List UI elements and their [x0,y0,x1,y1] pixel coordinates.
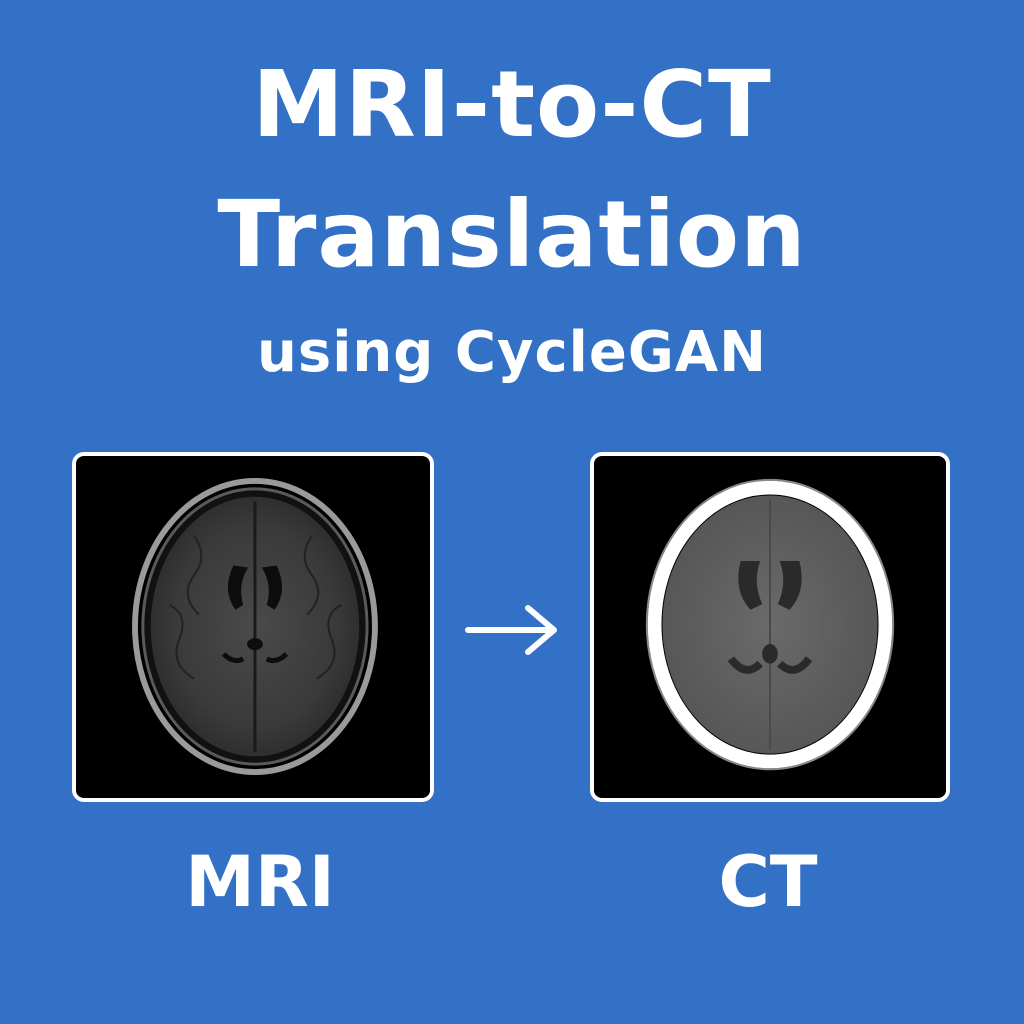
title-line-2: Translation [217,181,807,288]
mri-image-panel [72,452,434,802]
mri-caption: MRI [185,841,335,923]
subtitle: using CycleGAN [257,320,767,385]
ct-brain-image [594,458,946,796]
ct-image-panel [590,452,950,802]
mri-brain-image [76,457,430,797]
title-line-1: MRI-to-CT [252,51,772,158]
arrow-right-icon [465,605,557,655]
ct-caption: CT [718,841,818,923]
